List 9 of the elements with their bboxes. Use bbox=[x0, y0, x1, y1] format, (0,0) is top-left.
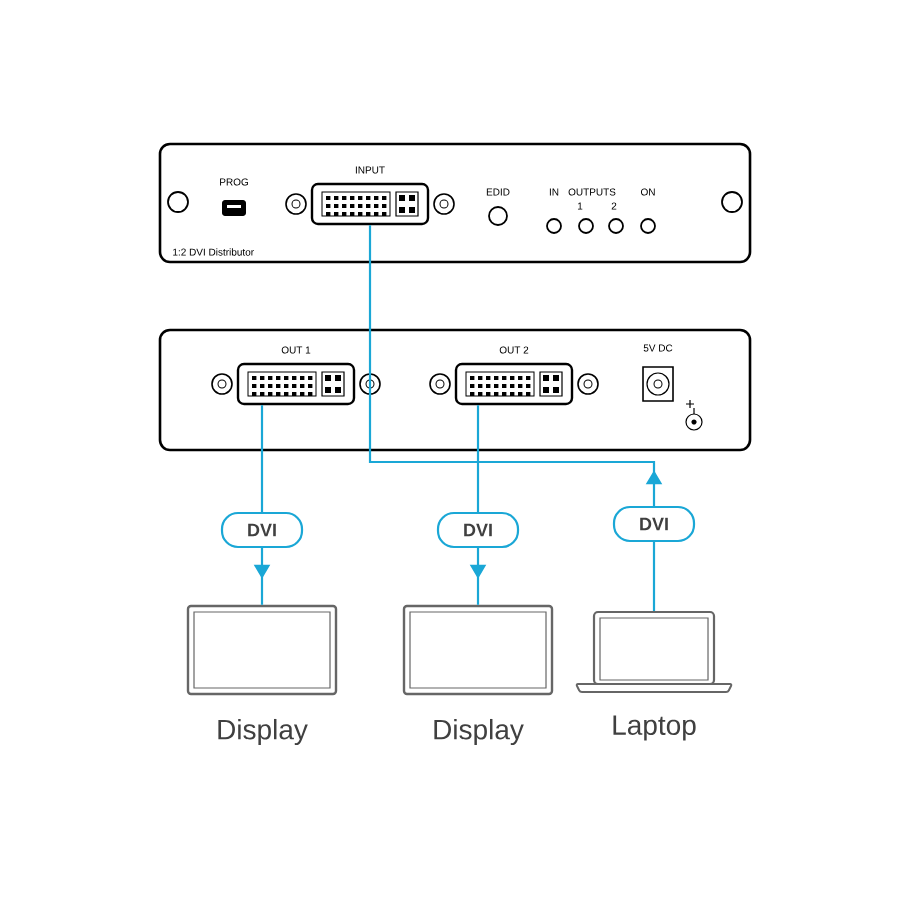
node-label: Laptop bbox=[613, 715, 696, 741]
monitor: Display bbox=[402, 604, 554, 746]
monitor: Display bbox=[186, 604, 338, 746]
edge-label: DVI bbox=[436, 511, 520, 549]
edge-label: DVI bbox=[612, 505, 696, 543]
laptop: Laptop bbox=[575, 610, 733, 741]
edge-label: DVI bbox=[220, 511, 304, 549]
node-label: Display bbox=[218, 718, 308, 746]
node-label: Display bbox=[434, 718, 524, 746]
